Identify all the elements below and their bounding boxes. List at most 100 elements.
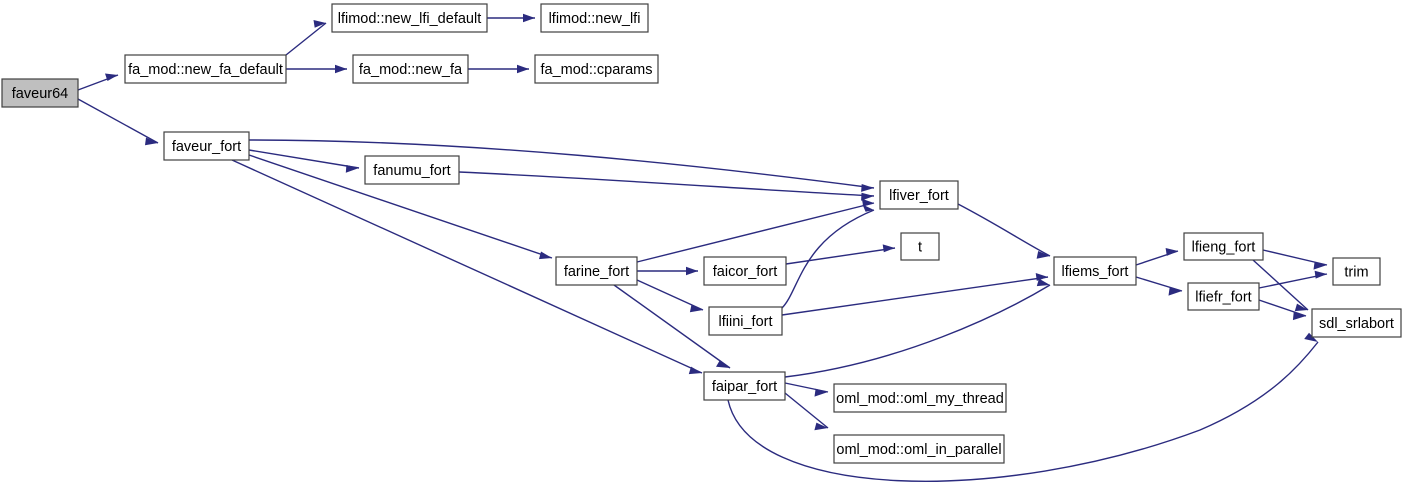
arrowhead-icon [105, 73, 118, 81]
node-label: fa_mod::cparams [540, 62, 652, 78]
edge-faveur64-to-faveur_fort [77, 98, 159, 146]
graph-node-lfieng_fort[interactable]: lfieng_fort [1183, 232, 1264, 261]
node-label: faipar_fort [712, 379, 777, 395]
edge-farine_fort-to-faicor_fort [637, 266, 698, 276]
node-label: lfiini_fort [719, 314, 773, 330]
arrowhead-icon [688, 366, 702, 375]
edge-lfieng_fort-to-sdl_srlabort [1252, 259, 1309, 312]
graph-node-oml_in_parallel[interactable]: oml_mod::oml_in_parallel [833, 434, 1005, 464]
graph-node-faicor_fort[interactable]: faicor_fort [703, 256, 787, 286]
graph-node-faveur_fort[interactable]: faveur_fort [163, 131, 250, 161]
node-box[interactable] [352, 54, 469, 84]
edge-line [784, 392, 829, 429]
arrowhead-icon [539, 251, 552, 260]
arrowhead-icon [716, 360, 730, 368]
graph-node-faveur64[interactable]: faveur64 [1, 78, 79, 108]
node-box[interactable] [879, 180, 959, 210]
node-box[interactable] [900, 232, 940, 261]
edge-line [77, 98, 159, 144]
node-box[interactable] [1187, 282, 1260, 311]
arrowhead-icon [861, 192, 874, 201]
edge-lfiini_fort-to-lfiver_fort [781, 204, 875, 309]
node-box[interactable] [1332, 257, 1381, 286]
node-box[interactable] [1311, 308, 1402, 338]
edge-farine_fort-to-lfiini_fort [636, 279, 704, 313]
graph-node-t[interactable]: t [900, 232, 940, 261]
graph-node-lfiver_fort[interactable]: lfiver_fort [879, 180, 959, 210]
edge-new_fa_default-to-new_fa [286, 64, 347, 74]
node-label: faicor_fort [713, 264, 777, 280]
node-box[interactable] [555, 256, 638, 286]
edge-lfiems_fort-to-lfiefr_fort [1135, 276, 1183, 296]
graph-node-trim[interactable]: trim [1332, 257, 1381, 286]
graph-node-cparams[interactable]: fa_mod::cparams [534, 54, 659, 84]
edge-faicor_fort-to-t [785, 244, 896, 265]
edge-farine_fort-to-lfiver_fort [636, 198, 875, 263]
edge-line [1135, 276, 1183, 292]
node-box[interactable] [364, 155, 460, 185]
edge-line [458, 171, 875, 197]
arrowhead-icon [1294, 303, 1308, 312]
edge-line [1258, 299, 1307, 317]
node-box[interactable] [540, 3, 649, 33]
node-label: farine_fort [564, 264, 629, 280]
arrowhead-icon [861, 184, 874, 192]
graph-node-new_fa_default[interactable]: fa_mod::new_fa_default [124, 54, 287, 84]
edge-faipar_fort-to-sdl_srlabort [727, 332, 1319, 482]
arrowhead-icon [1314, 270, 1327, 279]
edge-lfiefr_fort-to-trim [1258, 270, 1328, 289]
graph-node-new_fa[interactable]: fa_mod::new_fa [352, 54, 469, 84]
graph-node-new_lfi[interactable]: lfimod::new_lfi [540, 3, 649, 33]
edge-line [231, 159, 703, 374]
graph-node-farine_fort[interactable]: farine_fort [555, 256, 638, 286]
graph-node-oml_my_thread[interactable]: oml_mod::oml_my_thread [833, 383, 1007, 413]
edge-line [248, 139, 875, 189]
graph-node-new_lfi_default[interactable]: lfimod::new_lfi_default [331, 3, 488, 33]
node-label: faveur64 [12, 86, 68, 102]
graph-node-faipar_fort[interactable]: faipar_fort [703, 371, 786, 401]
node-box[interactable] [1183, 232, 1264, 261]
arrowhead-icon [1292, 312, 1306, 321]
node-label: lfiefr_fort [1195, 289, 1251, 305]
edge-lfiems_fort-to-lfieng_fort [1135, 248, 1179, 266]
graph-node-lfiefr_fort[interactable]: lfiefr_fort [1187, 282, 1260, 311]
edge-line [285, 22, 327, 56]
node-box[interactable] [331, 3, 488, 33]
node-label: fa_mod::new_fa_default [128, 62, 283, 78]
node-box[interactable] [1, 78, 79, 108]
node-box[interactable] [124, 54, 287, 84]
edge-faveur_fort-to-lfiver_fort [248, 139, 875, 192]
node-box[interactable] [833, 434, 1005, 464]
arrowhead-icon [882, 244, 895, 253]
edge-new_fa_default-to-new_lfi_default [285, 20, 327, 56]
edge-new_lfi_default-to-new_lfi [487, 13, 535, 23]
edge-lfiver_fort-to-lfiems_fort [957, 203, 1051, 259]
edge-lfiefr_fort-to-sdl_srlabort [1258, 299, 1307, 321]
graph-node-lfiems_fort[interactable]: lfiems_fort [1053, 256, 1137, 286]
graph-node-fanumu_fort[interactable]: fanumu_fort [364, 155, 460, 185]
graph-node-sdl_srlabort[interactable]: sdl_srlabort [1311, 308, 1402, 338]
node-box[interactable] [708, 306, 783, 336]
arrowhead-icon [814, 422, 828, 431]
edge-faveur_fort-to-faipar_fort [231, 159, 703, 375]
arrowhead-icon [1168, 287, 1182, 296]
edge-line [781, 209, 875, 309]
arrowhead-icon [1304, 332, 1318, 342]
arrowhead-icon [1035, 273, 1048, 281]
node-box[interactable] [1053, 256, 1137, 286]
node-box[interactable] [833, 383, 1007, 413]
node-box[interactable] [534, 54, 659, 84]
node-box[interactable] [163, 131, 250, 161]
node-box[interactable] [703, 371, 786, 401]
node-label: lfiems_fort [1062, 264, 1129, 280]
graph-node-lfiini_fort[interactable]: lfiini_fort [708, 306, 783, 336]
edge-faveur_fort-to-fanumu_fort [248, 149, 360, 173]
edge-line [248, 149, 360, 169]
edge-line [785, 247, 896, 265]
arrowhead-icon [313, 20, 326, 28]
node-label: trim [1344, 264, 1368, 280]
node-box[interactable] [703, 256, 787, 286]
arrowhead-icon [861, 198, 874, 207]
node-label: lfieng_fort [1192, 239, 1256, 255]
